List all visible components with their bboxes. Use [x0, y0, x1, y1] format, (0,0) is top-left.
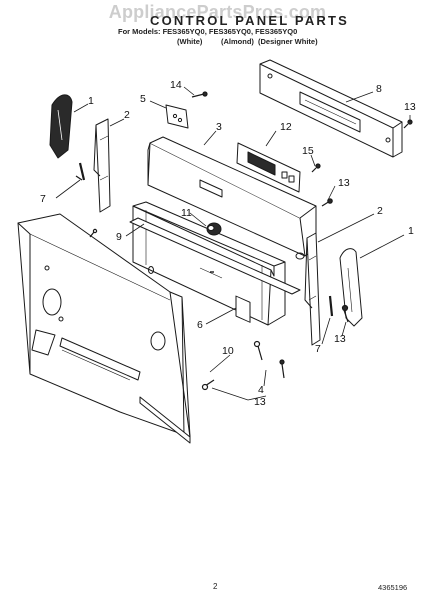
callout-5: 5	[140, 93, 146, 105]
part-backguard	[259, 59, 403, 158]
callout-3: 3	[216, 121, 222, 133]
callout-7-left: 7	[40, 193, 46, 205]
callout-14: 14	[170, 79, 182, 91]
callout-9: 9	[116, 231, 122, 243]
callout-7-right: 7	[315, 343, 321, 355]
callout-10: 10	[222, 345, 234, 357]
callout-15: 15	[302, 145, 314, 157]
screws	[89, 91, 413, 391]
callout-13-mid: 13	[338, 177, 350, 189]
part-bracket-plate	[165, 104, 189, 129]
part-clock	[236, 142, 301, 193]
page-number: 2	[213, 582, 218, 591]
variant-almond: (Almond)	[221, 37, 254, 46]
callout-11: 11	[181, 207, 192, 219]
callout-1-right: 1	[408, 225, 414, 237]
variant-white: (White)	[177, 37, 203, 46]
callout-13-top-right: 13	[404, 101, 416, 113]
part-end-cap-right	[339, 248, 363, 327]
part-rear-panel	[17, 213, 191, 444]
document-part-number: 4365196	[378, 583, 408, 592]
callout-1-left: 1	[88, 95, 94, 107]
page-title: CONTROL PANEL PARTS	[150, 13, 350, 28]
callout-13-low-right: 13	[334, 333, 346, 345]
part-clip-right	[328, 295, 334, 317]
part-channel	[129, 217, 301, 295]
callout-4: 4	[258, 384, 264, 396]
leader-lines	[55, 86, 411, 401]
part-side-rail-right	[304, 232, 321, 346]
part-end-cap-left	[49, 94, 73, 159]
model-list: For Models: FES365YQ0, FES365YQ0, FES365…	[118, 27, 298, 36]
callout-12: 12	[280, 121, 292, 133]
callout-8: 8	[376, 83, 382, 95]
callout-6: 6	[197, 319, 203, 331]
callout-13-bottom: 13	[254, 396, 266, 408]
watermark: AppliancePartsPros.com	[108, 2, 327, 22]
variant-designer-white: (Designer White)	[258, 37, 318, 46]
part-knob	[206, 222, 222, 236]
callout-2-left: 2	[124, 109, 130, 121]
callout-2-right: 2	[377, 205, 383, 217]
part-clip-left	[75, 162, 86, 181]
part-side-rail-left	[93, 118, 111, 213]
